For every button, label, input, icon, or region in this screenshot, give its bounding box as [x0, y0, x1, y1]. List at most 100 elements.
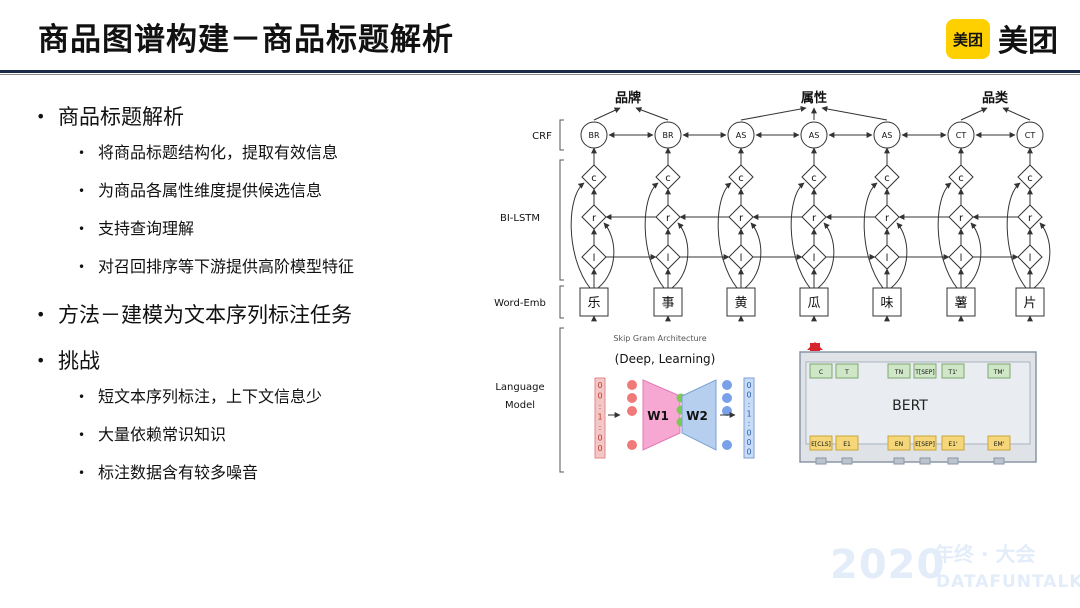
- skip-link: [671, 222, 689, 289]
- bert-input-token: [987, 435, 1011, 451]
- header-divider-thin: [0, 74, 1080, 75]
- bert-input-slot: [947, 457, 959, 465]
- page-title: 商品图谱构建－商品标题解析: [38, 22, 454, 58]
- row-label-model: Model: [505, 400, 535, 411]
- concat-node: [874, 164, 900, 190]
- skip-link: [790, 182, 811, 289]
- bert-output-token-label: T: [844, 369, 849, 376]
- concat-node-label: c: [1027, 173, 1033, 184]
- bullet-method: 方法－建模为文本序列标注任务: [30, 298, 470, 332]
- bert-input-token: [809, 435, 833, 451]
- skipgram-input-vector: [594, 377, 606, 459]
- tag-arrow: [960, 107, 988, 121]
- backward-lstm-node: [655, 204, 681, 230]
- skipgram-w1: [642, 379, 681, 451]
- output-vector-digit: 0: [746, 438, 751, 447]
- skip-link: [937, 182, 958, 289]
- bullet-challenge: 挑战: [30, 344, 470, 378]
- svg-text:W1: W1: [647, 409, 669, 423]
- watermark-brand: DATAFUNTALK: [936, 572, 1080, 592]
- skip-link: [863, 182, 884, 289]
- bert-output-token-label: TN: [894, 369, 903, 376]
- backward-lstm-node-label: r: [592, 213, 597, 224]
- meituan-logo-text: 美团: [998, 24, 1058, 59]
- crf-tag: AS: [809, 131, 820, 140]
- word-box: [1015, 287, 1045, 317]
- bert-input-token-label: E[CLS]: [811, 441, 831, 448]
- forward-lstm-node: [728, 244, 754, 270]
- sub-bullet: 短文本序列标注，上下文信息少: [30, 378, 470, 416]
- input-vector-digit: 0: [597, 444, 602, 453]
- bert-input-token-label: E1: [843, 441, 851, 448]
- watermark-year: 2020: [830, 542, 946, 588]
- backward-lstm-node-label: r: [739, 213, 744, 224]
- skip-link: [1006, 182, 1027, 289]
- forward-lstm-node: [655, 244, 681, 270]
- concat-node-label: c: [884, 173, 890, 184]
- output-vector-digit: 0: [746, 429, 751, 438]
- forward-lstm-node-label: l: [960, 253, 963, 264]
- bert-output-token: [835, 363, 859, 379]
- backward-lstm-node: [581, 204, 607, 230]
- word-token: 味: [880, 296, 893, 311]
- output-neuron: [722, 440, 732, 450]
- tag-arrow: [821, 106, 888, 121]
- output-neuron: [722, 406, 732, 416]
- output-vector-digit: 0: [746, 381, 751, 390]
- output-vector-digit: 0: [746, 391, 751, 400]
- skip-link: [817, 222, 835, 289]
- crf-tag: AS: [882, 131, 893, 140]
- sub-bullet: 为商品各属性维度提供候选信息: [30, 172, 470, 210]
- sub-bullet: 标注数据含有较多噪音: [30, 454, 470, 492]
- sub-bullet: 对召回排序等下游提供高阶模型特征: [30, 248, 470, 286]
- bert-input-token-label: EN: [895, 441, 903, 448]
- skip-link: [964, 222, 982, 289]
- bert-input-token: [887, 435, 911, 451]
- output-vector-digit: 1: [746, 410, 751, 419]
- concat-node-label: c: [665, 173, 671, 184]
- input-vector-digit: :: [599, 402, 602, 411]
- output-neuron: [722, 380, 732, 390]
- row-bracket: [559, 285, 564, 319]
- tag-group-label: 品类: [982, 90, 1009, 106]
- concat-node: [948, 164, 974, 190]
- backward-lstm-node-label: r: [666, 213, 671, 224]
- skip-link: [570, 182, 591, 289]
- backward-lstm-node: [801, 204, 827, 230]
- skip-link: [1033, 222, 1051, 289]
- output-vector-digit: :: [748, 419, 751, 428]
- tag-arrow: [740, 106, 807, 121]
- forward-lstm-node-label: l: [593, 253, 596, 264]
- meituan-logo-badge: 美团: [946, 19, 990, 59]
- concat-node: [728, 164, 754, 190]
- bert-input-token-label: E[SEP]: [915, 441, 935, 448]
- word-box: [579, 287, 609, 317]
- input-vector-digit: 0: [597, 381, 602, 390]
- forward-lstm-node: [581, 244, 607, 270]
- bullet-list: 商品标题解析 将商品标题结构化，提取有效信息 为商品各属性维度提供候选信息 支持…: [30, 100, 470, 492]
- forward-lstm-node-label: l: [813, 253, 816, 264]
- row-label-bilstm: BI-LSTM: [500, 213, 540, 224]
- sub-bullet: 大量依赖常识知识: [30, 416, 470, 454]
- input-vector-digit: :: [599, 423, 602, 432]
- row-bracket: [559, 327, 564, 473]
- tag-group-label: 属性: [801, 90, 827, 106]
- word-token: 事: [661, 296, 674, 311]
- crf-tag: AS: [736, 131, 747, 140]
- bert-input-token-label: E1': [948, 441, 958, 448]
- row-label-word-emb: Word-Emb: [494, 298, 546, 309]
- bert-input-slot: [993, 457, 1005, 465]
- sub-bullet: 将商品标题结构化，提取有效信息: [30, 134, 470, 172]
- bert-input-slot: [919, 457, 931, 465]
- backward-lstm-node: [728, 204, 754, 230]
- crf-tag: BR: [588, 131, 599, 140]
- logo-badge-text: 美团: [952, 30, 983, 49]
- word-token: 乐: [587, 296, 600, 311]
- skipgram-title: Skip Gram Architecture: [613, 334, 706, 343]
- forward-lstm-node-label: l: [1029, 253, 1032, 264]
- skipgram-w2: [681, 379, 717, 451]
- tag-arrow: [593, 107, 621, 121]
- word-token: 瓜: [807, 296, 820, 311]
- input-vector-digit: 1: [597, 413, 602, 422]
- bullet-title-parsing: 商品标题解析: [30, 100, 470, 134]
